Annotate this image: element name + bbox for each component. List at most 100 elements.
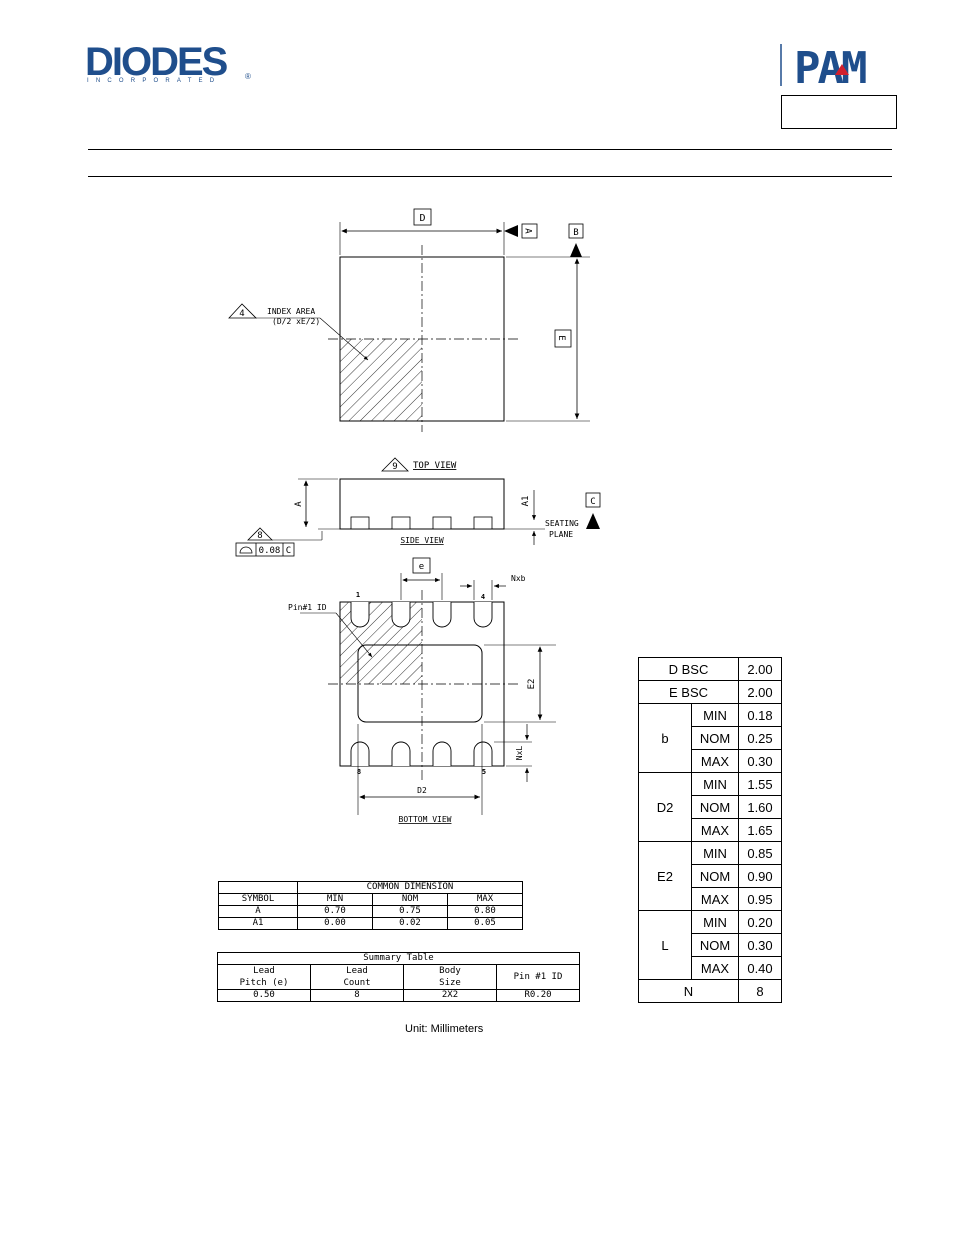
table-cell: 0.18 xyxy=(738,703,782,727)
header-rule-top xyxy=(88,149,892,150)
table-cell: NOM xyxy=(691,933,739,957)
table-cell: 2X2 xyxy=(403,989,497,1002)
e-bsc-label: E BSC xyxy=(638,680,739,704)
table-row: MAX 0.95 xyxy=(639,887,782,911)
seating-plane-label-2: PLANE xyxy=(549,530,573,539)
table-row: A 0.70 0.75 0.80 xyxy=(218,905,523,918)
table-row: E BSC 2.00 xyxy=(638,680,782,704)
dimension-table: D BSC 2.00 E BSC 2.00 b MIN 0.18 NOM 0.2… xyxy=(638,657,782,1003)
table-cell: 0.70 xyxy=(297,905,373,918)
n-label: N xyxy=(638,979,739,1003)
datum-b-label: B xyxy=(573,228,578,238)
table-row: D BSC 2.00 xyxy=(638,657,782,681)
table-cell: MIN xyxy=(691,703,739,727)
table-row: MAX 1.65 xyxy=(639,818,782,842)
table-cell: 0.85 xyxy=(738,841,782,865)
table-row: NOM 0.25 xyxy=(639,726,782,750)
pam-logo: PAM xyxy=(780,42,898,94)
index-area-formula: (D/2 xE/2) xyxy=(272,317,320,326)
d-bsc-value: 2.00 xyxy=(738,657,782,681)
top-view-note-number: 9 xyxy=(392,462,397,472)
table-row: NOM 0.30 xyxy=(639,933,782,957)
table-row: N 8 xyxy=(638,979,782,1003)
dim-d-label: D xyxy=(419,213,425,224)
common-dimension-table: COMMON DIMENSION SYMBOL MIN NOM MAX A 0.… xyxy=(218,881,523,930)
table-row: A1 0.00 0.02 0.05 xyxy=(218,917,523,930)
dim-a1-label: A1 xyxy=(521,496,531,507)
e-bsc-value: 2.00 xyxy=(738,680,782,704)
table-row: L MIN 0.20 xyxy=(638,910,782,980)
group-symbol-d2: D2 xyxy=(638,772,692,842)
table-cell: 0.05 xyxy=(447,917,523,930)
side-view-title: SIDE VIEW xyxy=(400,536,444,545)
table-cell: NOM xyxy=(691,864,739,888)
datum-c-label: C xyxy=(590,497,595,507)
side-view: A A1 C SEATING PLANE 8 0.08 C SIDE VIEW xyxy=(235,478,601,557)
table-cell: A xyxy=(218,905,298,918)
top-view: D A B E 4 INDEX AREA (D/2 xE/2) 9 TOP VI… xyxy=(228,208,590,472)
table-cell: R0.20 xyxy=(496,989,580,1002)
table-cell: 0.80 xyxy=(447,905,523,918)
group-symbol-e2: E2 xyxy=(638,841,692,911)
pam-logo-word: PAM xyxy=(794,43,866,88)
pin1-id-label: Pin#1 ID xyxy=(288,603,327,612)
group-symbol-b: b xyxy=(638,703,692,773)
dim-e-label: E xyxy=(556,335,566,340)
diodes-logo: DIODES ® INCORPORATED xyxy=(85,42,255,88)
dim-d2-label: D2 xyxy=(417,786,427,795)
table-cell: MAX xyxy=(691,818,739,842)
table-cell: 0.95 xyxy=(738,887,782,911)
table-cell: MIN xyxy=(691,841,739,865)
flatness-tolerance-value: 0.08 xyxy=(259,546,281,556)
diodes-logo-sub: INCORPORATED xyxy=(87,78,222,84)
table-cell: 1.60 xyxy=(738,795,782,819)
table-cell: MIN xyxy=(691,772,739,796)
table-cell: 0.90 xyxy=(738,864,782,888)
header-rule-bottom xyxy=(88,176,892,177)
table-cell: A1 xyxy=(218,917,298,930)
common-dimension-header-nom: NOM xyxy=(372,893,448,906)
pin-4-label: 4 xyxy=(481,593,485,601)
pin-8-label: 8 xyxy=(357,768,361,776)
common-dimension-header-symbol: SYMBOL xyxy=(218,893,298,906)
table-cell: 0.25 xyxy=(738,726,782,750)
seating-plane-label-1: SEATING xyxy=(545,519,579,528)
table-cell: 0.30 xyxy=(738,749,782,773)
table-row: b MIN 0.18 xyxy=(638,703,782,773)
table-cell: 0.02 xyxy=(372,917,448,930)
table-cell: NOM xyxy=(691,726,739,750)
table-cell: MIN xyxy=(691,910,739,934)
common-dimension-title: COMMON DIMENSION xyxy=(297,881,523,894)
table-cell: 0.30 xyxy=(738,933,782,957)
dim-nxb-label: Nxb xyxy=(511,574,526,583)
table-row: MAX 0.40 xyxy=(639,956,782,980)
flatness-symbol-icon xyxy=(239,546,253,554)
index-area-label: INDEX AREA xyxy=(267,307,315,316)
pam-logo-accent xyxy=(835,64,849,75)
summary-table-title: Summary Table xyxy=(217,952,580,965)
table-row: E2 MIN 0.85 xyxy=(638,841,782,911)
table-cell: 8 xyxy=(310,989,404,1002)
table-row: NOM 0.90 xyxy=(639,864,782,888)
index-note-number: 4 xyxy=(239,309,244,319)
table-row: MAX 0.30 xyxy=(639,749,782,773)
n-value: 8 xyxy=(738,979,782,1003)
pin-1-label: 1 xyxy=(356,591,360,599)
dim-e2-label: E2 xyxy=(527,679,537,690)
diodes-logo-word: DIODES xyxy=(85,40,228,84)
table-cell: MAX xyxy=(691,749,739,773)
bottom-view: e Nxb 1 4 8 5 Pin#1 ID E2 NxL D2 BOTTOM … xyxy=(288,557,556,824)
d-bsc-label: D BSC xyxy=(638,657,739,681)
table-cell: 0.75 xyxy=(372,905,448,918)
dim-a-label: A xyxy=(294,501,304,507)
bottom-view-title: BOTTOM VIEW xyxy=(399,815,452,824)
table-cell: 0.40 xyxy=(738,956,782,980)
dim-nxl-label: NxL xyxy=(515,746,524,761)
table-cell: 0.50 xyxy=(217,989,311,1002)
unit-note: Unit: Millimeters xyxy=(405,1023,484,1035)
table-cell: MAX xyxy=(691,887,739,911)
